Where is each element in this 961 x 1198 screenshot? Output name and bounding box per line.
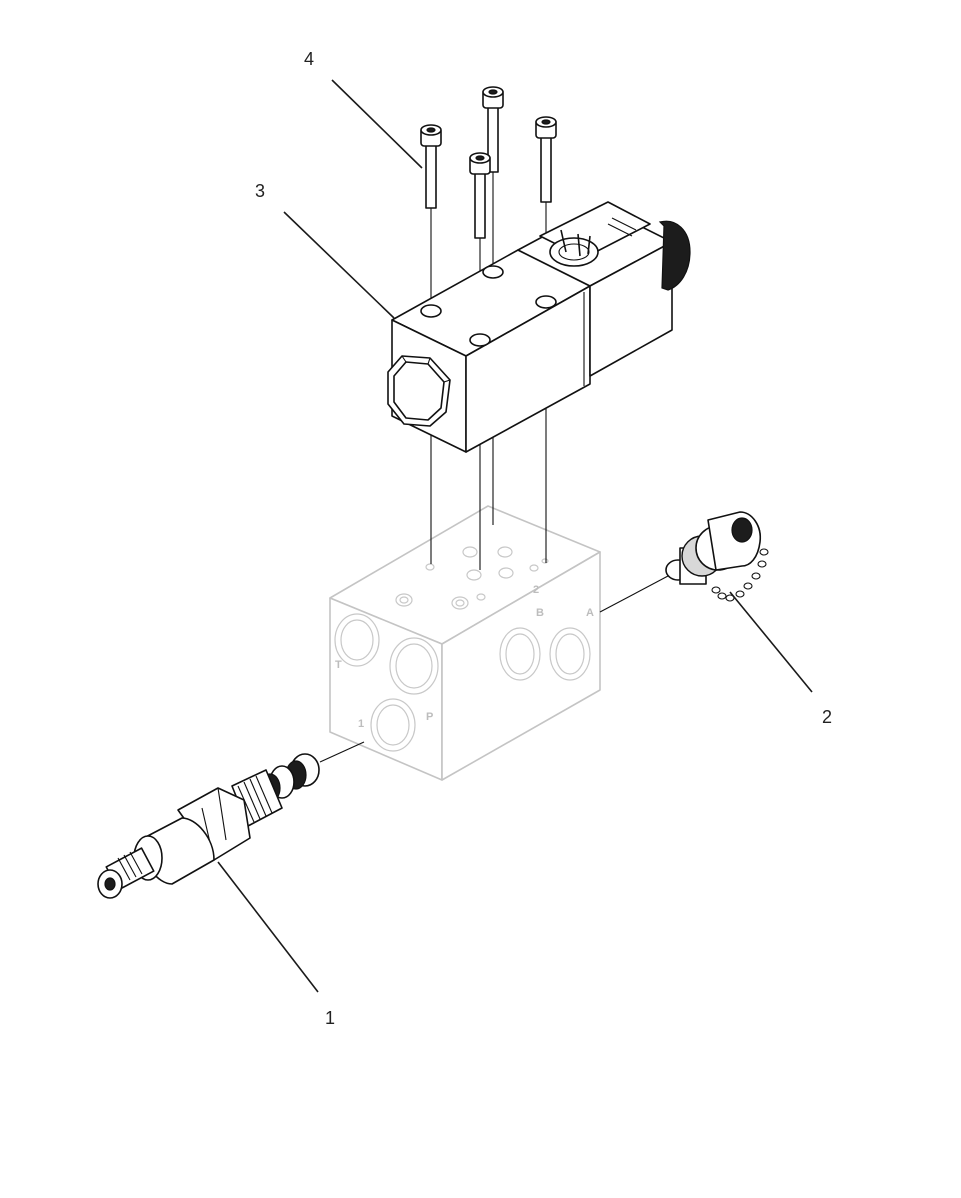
bolt-4 [535,116,557,203]
bolt-1 [420,124,442,209]
bolt-2 [482,86,504,173]
port-label-p: P [426,711,433,723]
port-label-a: A [586,607,594,619]
callout-numbers: 4 3 2 1 [255,49,832,1028]
port-label-2: 2 [533,584,539,596]
callout-1: 1 [325,1008,335,1028]
port-label-1: 1 [358,718,364,730]
port-label-b: B [536,607,544,619]
callout-2: 2 [822,707,832,727]
test-coupling [599,511,769,613]
manifold-block: A B T 1 P 2 [329,505,601,781]
callout-3: 3 [255,181,265,201]
socket-head-bolts [420,86,557,239]
relief-valve-cartridge [97,741,365,899]
callout-4: 4 [304,49,314,69]
bolt-3 [469,152,491,239]
port-label-t: T [335,659,342,671]
leader-lines [217,79,813,993]
solenoid-valve [387,201,691,453]
